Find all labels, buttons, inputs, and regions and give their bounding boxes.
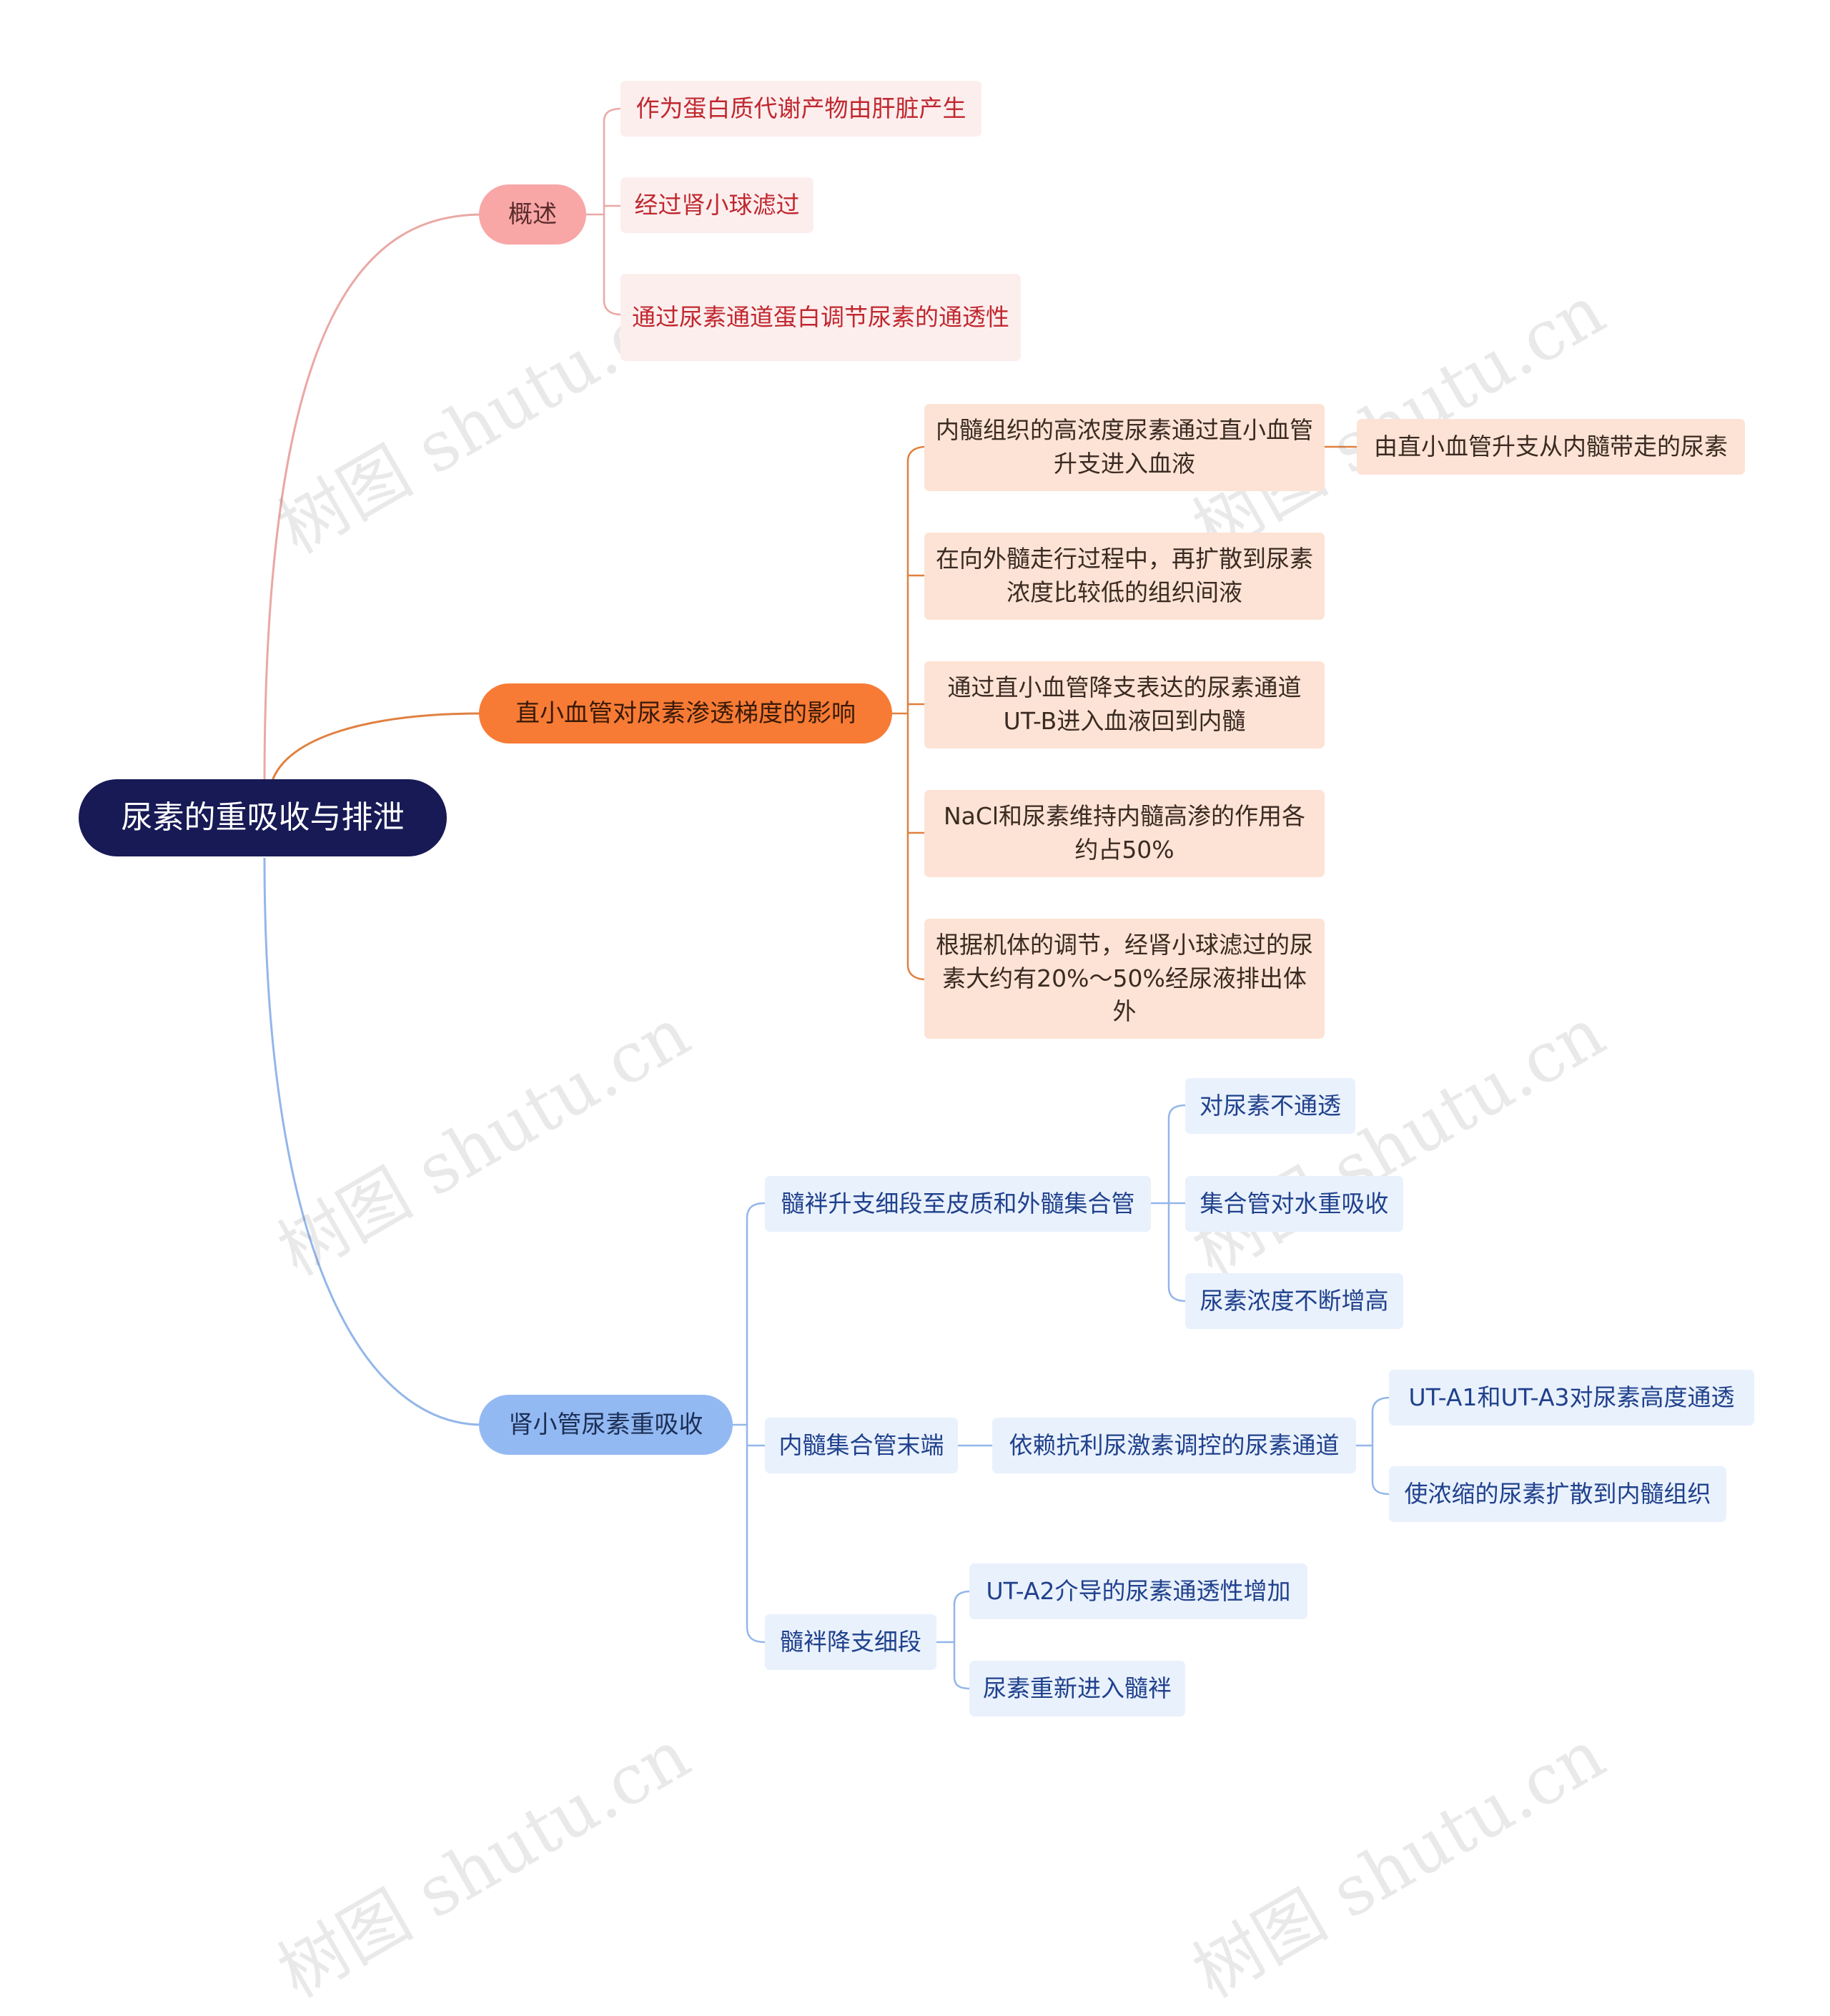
branch-overview[interactable]: 概述 — [479, 184, 586, 244]
vasa-item-outer-medulla[interactable]: 在向外髓走行过程中，再扩散到尿素浓度比较低的组织间液 — [924, 533, 1325, 620]
branch-tubule[interactable]: 肾小管尿素重吸收 — [479, 1395, 733, 1455]
ascending-item-impermeable[interactable]: 对尿素不通透 — [1185, 1078, 1355, 1134]
ascending-item-concentration[interactable]: 尿素浓度不断增高 — [1185, 1273, 1403, 1329]
inner-medulla-item-adh[interactable]: 依赖抗利尿激素调控的尿素通道 — [992, 1418, 1356, 1473]
adh-item-uta1-uta3[interactable]: UT-A1和UT-A3对尿素高度通透 — [1389, 1370, 1754, 1425]
overview-item-liver[interactable]: 作为蛋白质代谢产物由肝脏产生 — [620, 81, 981, 137]
descending-item-reenter[interactable]: 尿素重新进入髓袢 — [969, 1661, 1185, 1716]
root-node[interactable]: 尿素的重吸收与排泄 — [79, 779, 447, 856]
connector-vasa-trunk — [892, 445, 926, 981]
descending-item-uta2[interactable]: UT-A2介导的尿素通透性增加 — [969, 1563, 1307, 1619]
connector-adh-sub — [1356, 1396, 1391, 1496]
connector-ascending-sub — [1151, 1104, 1187, 1303]
overview-item-channel[interactable]: 通过尿素通道蛋白调节尿素的通透性 — [620, 274, 1021, 361]
mindmap-canvas: 树图 shutu.cn 树图 shutu.cn 树图 shutu.cn 树图 s… — [79, 81, 1754, 2013]
connector-overview-trunk — [586, 107, 623, 316]
overview-item-filtration[interactable]: 经过肾小球滤过 — [620, 177, 813, 233]
ascending-item-water[interactable]: 集合管对水重吸收 — [1185, 1176, 1403, 1232]
connector-root-vasa-recta — [270, 712, 483, 784]
branch-vasa-recta[interactable]: 直小血管对尿素渗透梯度的影响 — [479, 683, 892, 743]
tubule-item-descending[interactable]: 髓袢降支细段 — [765, 1614, 936, 1670]
connector-tubule-trunk — [733, 1202, 766, 1644]
connector-root-overview — [263, 213, 483, 784]
connector-layer — [263, 107, 1391, 1690]
tubule-item-inner-medulla[interactable]: 内髓集合管末端 — [765, 1418, 958, 1473]
vasa-item-nacl[interactable]: NaCl和尿素维持内髓高渗的作用各约占50% — [924, 790, 1325, 877]
vasa-item-utb[interactable]: 通过直小血管降支表达的尿素通道UT-B进入血液回到内髓 — [924, 661, 1325, 748]
vasa-item-excretion[interactable]: 根据机体的调节，经肾小球滤过的尿素大约有20%～50%经尿液排出体外 — [924, 919, 1325, 1039]
vasa-item-ascending[interactable]: 内髓组织的高浓度尿素通过直小血管升支进入血液 — [924, 404, 1325, 491]
vasa-item-ascending-removal[interactable]: 由直小血管升支从内髓带走的尿素 — [1357, 419, 1745, 475]
connector-descending-sub — [936, 1590, 971, 1690]
connector-root-tubule — [263, 857, 483, 1426]
adh-item-diffusion[interactable]: 使浓缩的尿素扩散到内髓组织 — [1389, 1466, 1726, 1522]
tubule-item-ascending[interactable]: 髓袢升支细段至皮质和外髓集合管 — [765, 1176, 1151, 1232]
